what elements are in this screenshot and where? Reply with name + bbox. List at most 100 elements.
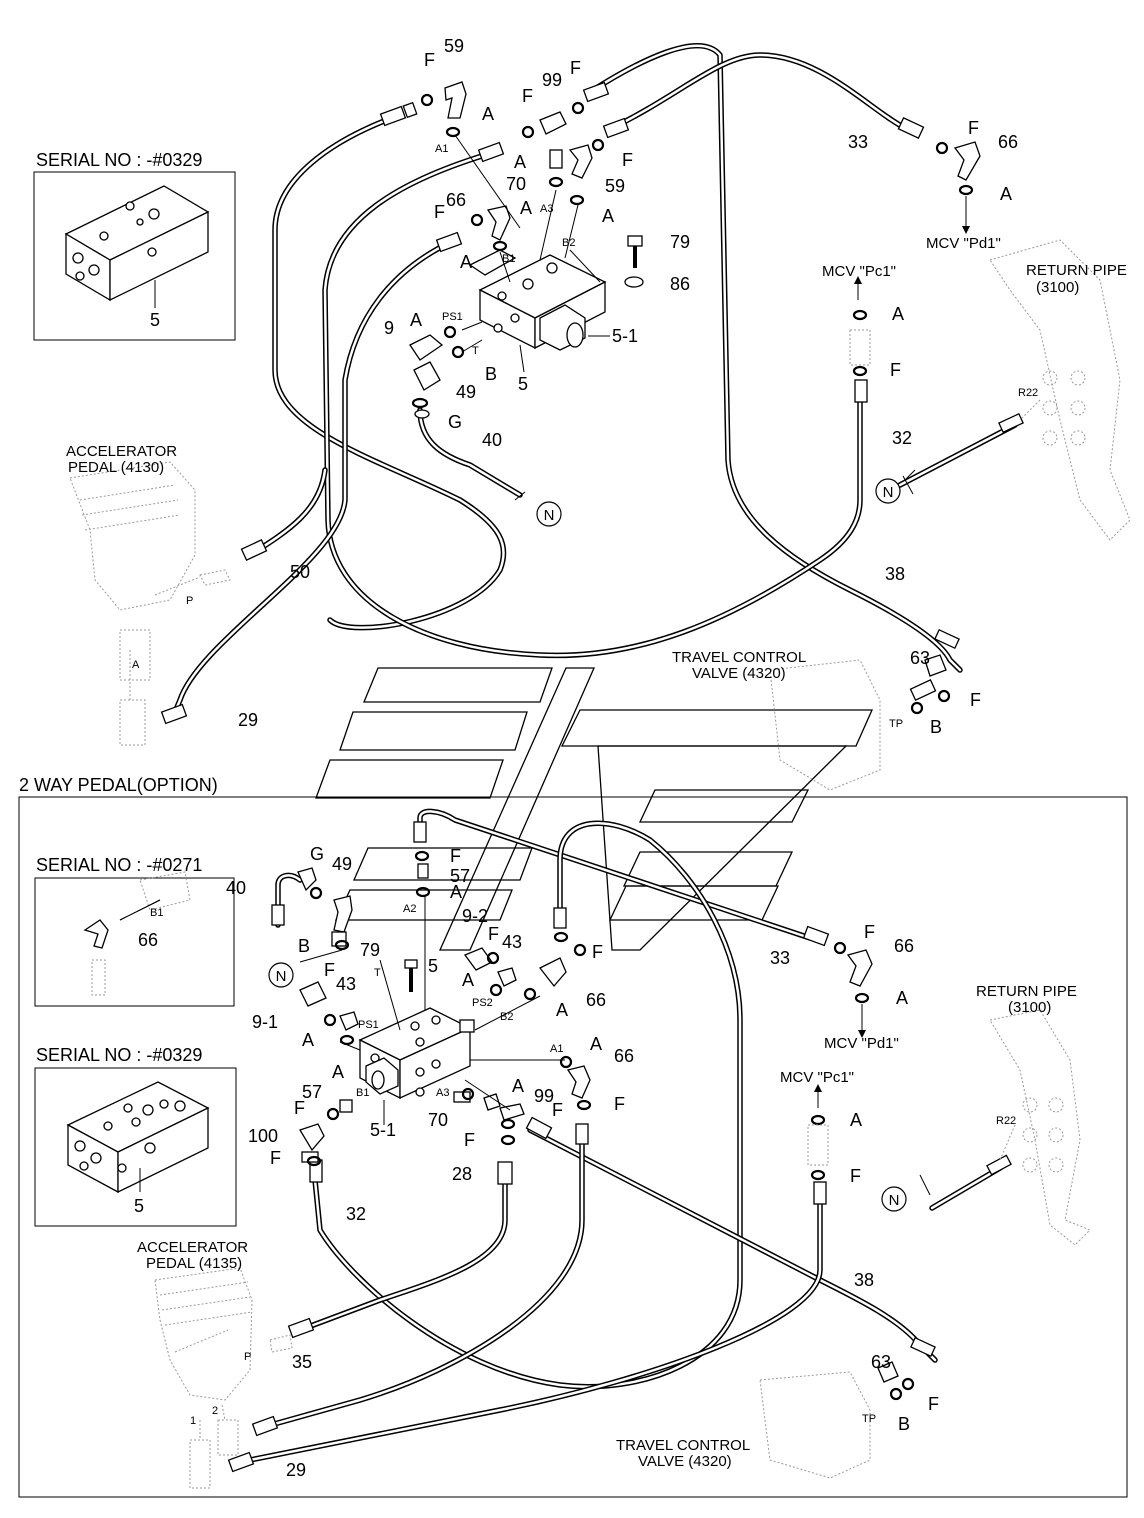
top-o-rings bbox=[420, 93, 974, 715]
label-f: F bbox=[928, 1394, 939, 1414]
inset-part-number: 5 bbox=[150, 310, 160, 330]
return-pipe-bottom-2: (3100) bbox=[1008, 999, 1051, 1016]
label-a3: A3 bbox=[540, 203, 553, 215]
connector-n-bottom-left: N bbox=[268, 962, 294, 988]
label-f: F bbox=[970, 690, 981, 710]
label-a: A bbox=[410, 310, 422, 330]
connector-n-bottom-right: N bbox=[881, 1186, 907, 1212]
label-f: F bbox=[522, 86, 533, 106]
travel-valve-top-1: TRAVEL CONTROL bbox=[672, 649, 806, 666]
label-tp: TP bbox=[889, 718, 903, 730]
part-28: 28 bbox=[452, 1164, 472, 1184]
option-frame bbox=[18, 796, 1128, 1498]
label-a: A bbox=[450, 882, 462, 902]
label-p: P bbox=[244, 1351, 251, 1363]
label-b2: B2 bbox=[562, 237, 575, 249]
part-63-bottom: 63 bbox=[871, 1352, 891, 1372]
bottom-serial-label-2: SERIAL NO : -#0329 bbox=[36, 1045, 202, 1065]
label-a1: A1 bbox=[550, 1043, 563, 1055]
label-f: F bbox=[324, 960, 335, 980]
bottom-valve-block bbox=[358, 1007, 475, 1100]
part-43-bottom: 43 bbox=[502, 932, 522, 952]
label-a: A bbox=[460, 252, 472, 272]
part-49-top: 49 bbox=[456, 382, 476, 402]
label-f: F bbox=[890, 360, 901, 380]
part-38-bottom: 38 bbox=[854, 1270, 874, 1290]
bottom-assembly bbox=[18, 796, 1128, 1498]
label-p: P bbox=[186, 595, 193, 607]
part-43-bottom-b: 43 bbox=[336, 974, 356, 994]
label-a: A bbox=[602, 206, 614, 226]
valve-block-inset bbox=[64, 185, 210, 308]
top-assembly bbox=[33, 43, 1131, 791]
label-f: F bbox=[570, 58, 581, 78]
label-t: T bbox=[374, 967, 381, 979]
travel-valve-top-2: VALVE (4320) bbox=[692, 665, 786, 682]
part-9-2: 9-2 bbox=[462, 906, 488, 926]
label-n: N bbox=[276, 968, 287, 985]
bottom-labels: 2 WAY PEDAL(OPTION) SERIAL NO : -#0271 B… bbox=[19, 775, 1077, 1480]
part-5-1-top: 5-1 bbox=[612, 326, 638, 346]
part-86-top: 86 bbox=[670, 274, 690, 294]
label-b: B bbox=[930, 717, 942, 737]
label-f: F bbox=[968, 118, 979, 138]
travel-valve-bottom-1: TRAVEL CONTROL bbox=[616, 1437, 750, 1454]
part-32-bottom: 32 bbox=[346, 1204, 366, 1224]
part-49-bottom: 49 bbox=[332, 854, 352, 874]
label-a: A bbox=[302, 1030, 314, 1050]
part-100: 100 bbox=[248, 1126, 278, 1146]
connector-n-top-left: N bbox=[536, 501, 562, 527]
top-labels: SERIAL NO : -#0329 5 59 F A A1 99 F F A … bbox=[36, 36, 1127, 737]
top-leaders bbox=[129, 134, 1041, 700]
part-70-top: 70 bbox=[506, 174, 526, 194]
label-ps2: PS2 bbox=[472, 997, 493, 1009]
bottom-serial-label-1: SERIAL NO : -#0271 bbox=[36, 855, 202, 875]
part-59-top-b: 59 bbox=[605, 176, 625, 196]
top-fittings bbox=[160, 81, 1024, 725]
label-a: A bbox=[556, 1000, 568, 1020]
label-a: A bbox=[892, 304, 904, 324]
label-f: F bbox=[864, 922, 875, 942]
bottom-fittings bbox=[227, 821, 1012, 1473]
part-66-bottom-a: 66 bbox=[894, 936, 914, 956]
label-a: A bbox=[1000, 184, 1012, 204]
part-5-top: 5 bbox=[518, 374, 528, 394]
label-ps1: PS1 bbox=[442, 311, 463, 323]
return-pipe-top-1: RETURN PIPE bbox=[1026, 262, 1127, 279]
part-33-bottom: 33 bbox=[770, 948, 790, 968]
label-f: F bbox=[850, 1166, 861, 1186]
mcv-pc1-top: MCV "Pc1" bbox=[822, 263, 896, 280]
label-t: T bbox=[472, 345, 479, 357]
watermark-logo bbox=[315, 667, 874, 951]
part-9-1: 9-1 bbox=[252, 1012, 278, 1032]
mcv-pd1-top: MCV "Pd1" bbox=[926, 235, 1001, 252]
part-57-bottom-b: 57 bbox=[302, 1082, 322, 1102]
accelerator-bottom-2: PEDAL (4135) bbox=[146, 1255, 242, 1272]
bottom-serial-inset-2 bbox=[34, 1067, 237, 1227]
part-66-top-b: 66 bbox=[446, 190, 466, 210]
top-valve-block bbox=[468, 249, 607, 351]
label-ps1: PS1 bbox=[358, 1019, 379, 1031]
label-b: B bbox=[485, 364, 497, 384]
label-n: N bbox=[889, 1192, 900, 1209]
part-33-top: 33 bbox=[848, 132, 868, 152]
label-f: F bbox=[592, 942, 603, 962]
part-50-top: 50 bbox=[290, 562, 310, 582]
part-57-bottom: 57 bbox=[450, 866, 470, 886]
label-f: F bbox=[464, 1130, 475, 1150]
part-5-1-bottom: 5-1 bbox=[370, 1120, 396, 1140]
label-a: A bbox=[462, 970, 474, 990]
label-1: 1 bbox=[190, 1415, 196, 1427]
label-b: B bbox=[898, 1414, 910, 1434]
return-pipe-bottom-1: RETURN PIPE bbox=[976, 983, 1077, 1000]
bottom-leaders bbox=[119, 896, 1016, 1440]
label-tp: TP bbox=[862, 1413, 876, 1425]
travel-valve-bottom-2: VALVE (4320) bbox=[638, 1453, 732, 1470]
label-b: B bbox=[298, 936, 310, 956]
label-a-small: A bbox=[132, 659, 140, 671]
part-99-top: 99 bbox=[542, 70, 562, 90]
label-b1: B1 bbox=[502, 253, 515, 265]
label-f: F bbox=[488, 924, 499, 944]
label-a2: A2 bbox=[403, 903, 416, 915]
part-70-bottom: 70 bbox=[428, 1110, 448, 1130]
